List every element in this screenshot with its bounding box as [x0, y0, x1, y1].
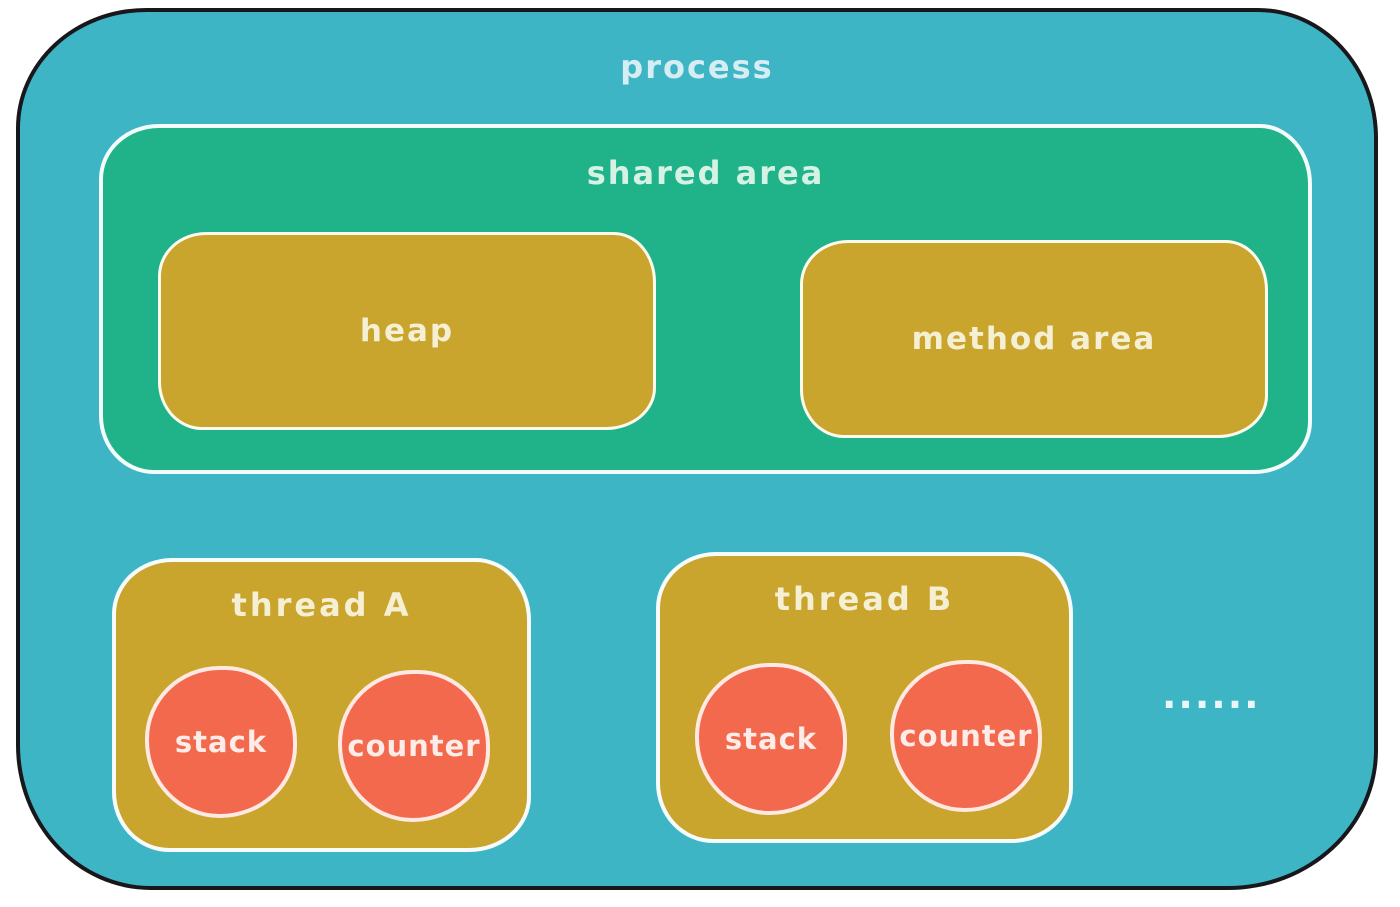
more-threads-ellipsis: ......: [1162, 673, 1261, 717]
thread-a-stack-label: stack: [174, 725, 268, 759]
thread-a-counter-label: counter: [347, 729, 481, 763]
process-label: process: [620, 48, 774, 86]
thread-a-box: thread A stack counter: [112, 558, 531, 852]
thread-b-stack-label: stack: [724, 722, 818, 756]
thread-a-counter-circle: counter: [338, 670, 490, 822]
process-container: process shared area heap method area thr…: [16, 8, 1378, 890]
heap-label: heap: [359, 313, 455, 349]
shared-area-label: shared area: [586, 154, 825, 192]
method-area-box: method area: [800, 240, 1268, 438]
thread-b-stack-circle: stack: [695, 663, 847, 815]
thread-b-counter-circle: counter: [890, 660, 1042, 812]
thread-b-label: thread B: [774, 580, 955, 618]
thread-a-label: thread A: [231, 586, 412, 624]
method-area-label: method area: [911, 321, 1157, 357]
thread-b-counter-label: counter: [899, 719, 1033, 753]
thread-b-box: thread B stack counter: [656, 552, 1073, 843]
shared-area: shared area heap method area: [99, 124, 1312, 474]
heap-box: heap: [158, 232, 656, 430]
thread-a-stack-circle: stack: [145, 666, 297, 818]
